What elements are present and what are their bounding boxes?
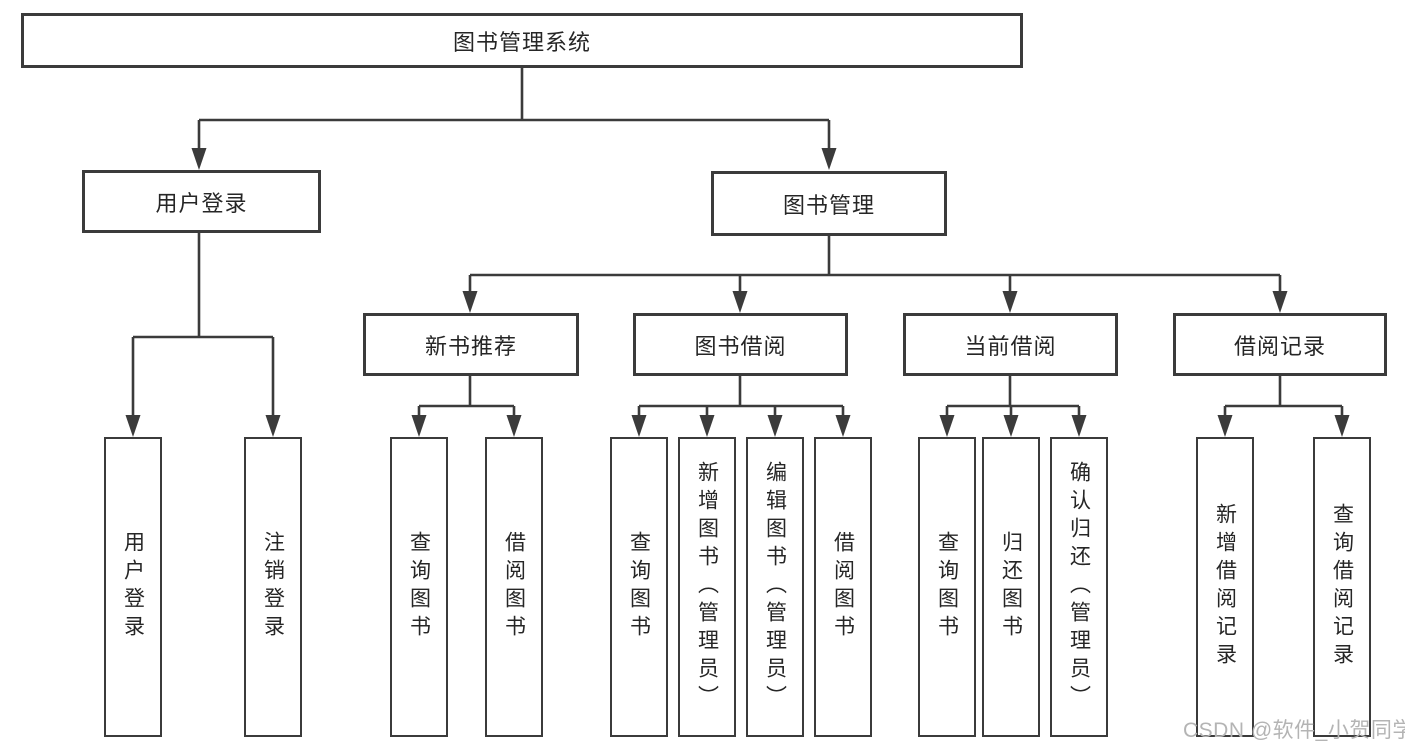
node-label: 用户登录 (155, 190, 248, 216)
node-label: 当前借阅 (964, 333, 1057, 359)
node-label: 新增借阅记录 (1213, 503, 1237, 671)
node-borrowing-records: 借阅记录 (1173, 313, 1387, 376)
leaf-add-borrow-record: 新增借阅记录 (1196, 437, 1254, 737)
node-label: 查询图书 (935, 531, 959, 643)
node-label: 图书借阅 (694, 333, 787, 359)
node-user-login: 用户登录 (82, 170, 321, 233)
leaf-borrow-books: 借阅图书 (814, 437, 872, 737)
node-label: 图书管理 (782, 192, 875, 218)
node-label: 图书管理系统 (452, 29, 591, 55)
leaf-confirm-return-admin: 确认归还（管理员） (1050, 437, 1108, 737)
leaf-search-books-recommend: 查询图书 (390, 437, 448, 737)
node-label: 编辑图书（管理员） (763, 461, 787, 713)
leaf-user-login: 用户登录 (104, 437, 162, 737)
node-library-management-system: 图书管理系统 (21, 13, 1023, 68)
node-label: 借阅记录 (1233, 333, 1326, 359)
leaf-search-books-current: 查询图书 (918, 437, 976, 737)
node-label: 查询借阅记录 (1330, 503, 1354, 671)
node-label: 新书推荐 (424, 333, 517, 359)
leaf-return-books: 归还图书 (982, 437, 1040, 737)
leaf-logout: 注销登录 (244, 437, 302, 737)
arrowheads (125, 148, 1350, 437)
leaf-search-books-borrowing: 查询图书 (610, 437, 668, 737)
node-label: 查询图书 (627, 531, 651, 643)
node-label: 用户登录 (121, 531, 145, 643)
node-label: 借阅图书 (831, 531, 855, 643)
node-label: 注销登录 (261, 531, 285, 643)
node-book-borrowing: 图书借阅 (633, 313, 848, 376)
node-label: 新增图书（管理员） (695, 461, 719, 713)
node-label: 确认归还（管理员） (1067, 461, 1091, 713)
node-label: 查询图书 (407, 531, 431, 643)
node-current-borrowing: 当前借阅 (903, 313, 1118, 376)
node-book-management: 图书管理 (711, 171, 947, 236)
node-label: 借阅图书 (502, 531, 526, 643)
leaf-borrow-books-recommend: 借阅图书 (485, 437, 543, 737)
leaf-add-books-admin: 新增图书（管理员） (678, 437, 736, 737)
node-new-book-recommendation: 新书推荐 (363, 313, 579, 376)
node-label: 归还图书 (999, 531, 1023, 643)
csdn-watermark: CSDN @软件_小贺同学 (1183, 719, 1405, 742)
leaf-edit-books-admin: 编辑图书（管理员） (746, 437, 804, 737)
leaf-search-borrow-record: 查询借阅记录 (1313, 437, 1371, 737)
